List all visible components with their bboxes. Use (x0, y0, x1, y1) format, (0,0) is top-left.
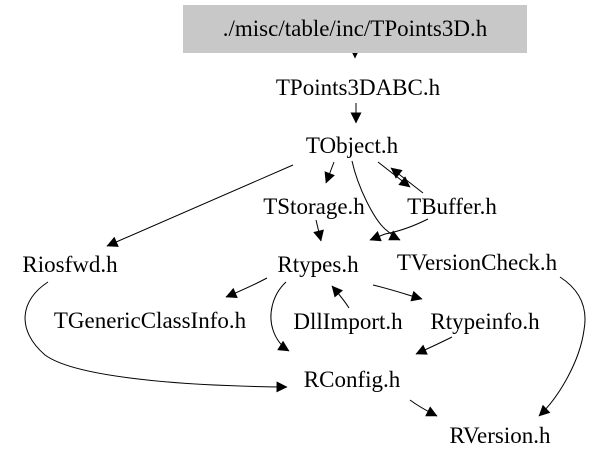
node-rtypeinfo-h[interactable]: Rtypeinfo.h (430, 308, 540, 334)
edge-tobject-to-tstorage (324, 161, 335, 184)
node-tbuffer-h[interactable]: TBuffer.h (407, 193, 497, 219)
node-rconfig-h[interactable]: RConfig.h (303, 366, 401, 392)
edge-tobject-to-tbuffer (377, 161, 411, 188)
edge-tversioncheck-to-rversion (538, 276, 586, 417)
node-tstorage-h[interactable]: TStorage.h (263, 193, 365, 219)
edge-tobject-to-riosfwd (106, 164, 294, 247)
node-tobject-h[interactable]: TObject.h (305, 132, 399, 158)
node-rversion-h[interactable]: RVersion.h (449, 422, 551, 448)
node-riosfwd-h[interactable]: Riosfwd.h (22, 251, 118, 277)
edge-rconfig-to-rversion (409, 399, 438, 417)
edge-riosfwd-to-rconfig (24, 281, 288, 393)
node-dllimport-h[interactable]: DllImport.h (293, 308, 403, 334)
node-tgenericclassinfo-h[interactable]: TGenericClassInfo.h (53, 307, 247, 333)
edge-tobject-to-tversioncheck (351, 160, 401, 241)
edge-rtypes-to-rtypeinfo (372, 284, 423, 302)
edge-rtypeinfo-to-rconfig (415, 336, 453, 355)
edge-tstorage-to-rtypes (313, 219, 324, 242)
node-tpoints3dabc-h[interactable]: TPoints3DABC.h (275, 74, 441, 100)
edge-rtypes-to-tgenericclassinfo (225, 277, 268, 298)
edge-tbuffer-to-rtypes (369, 218, 429, 242)
edge-rtypes-to-rconfig (270, 281, 290, 352)
node-rtypes-h[interactable]: Rtypes.h (277, 251, 359, 277)
node-tversioncheck-h[interactable]: TVersionCheck.h (396, 249, 558, 275)
edge-dllimport-to-rtypes (331, 285, 350, 309)
edge-tbuffer-to-tobject (390, 167, 424, 194)
root-node-label: ./misc/table/inc/TPoints3D.h (222, 15, 488, 41)
node-tpoints3d-h-root[interactable]: ./misc/table/inc/TPoints3D.h (183, 5, 527, 53)
